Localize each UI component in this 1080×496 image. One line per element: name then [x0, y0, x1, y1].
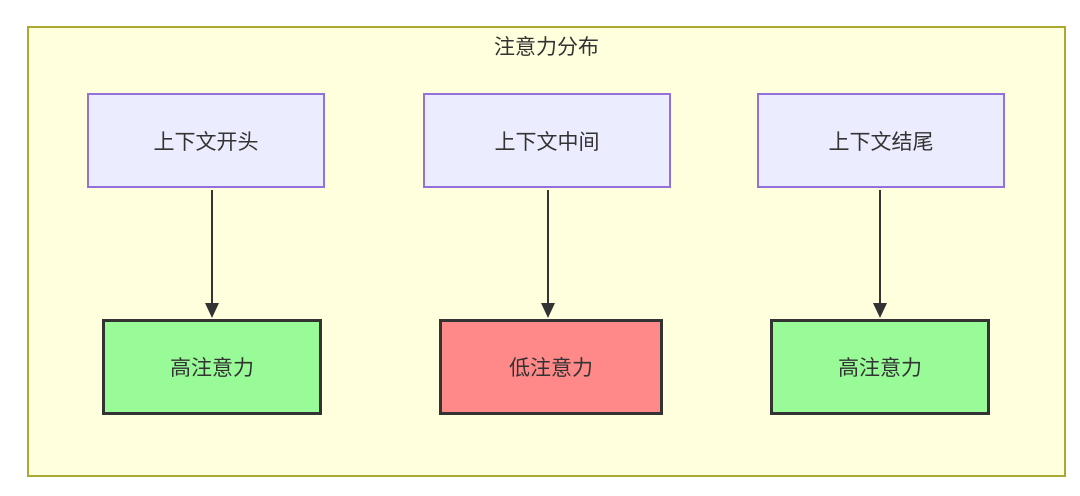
node-high-attention-2-label: 高注意力 [838, 357, 922, 380]
node-context-start-label: 上下文开头 [153, 130, 259, 154]
node-context-end: 上下文结尾 [757, 93, 1005, 188]
node-context-middle-label: 上下文中间 [494, 130, 600, 154]
node-context-start: 上下文开头 [87, 93, 325, 188]
node-high-attention-1: 高注意力 [102, 319, 322, 415]
diagram-title: 注意力分布 [494, 36, 599, 59]
node-low-attention: 低注意力 [439, 319, 663, 415]
node-high-attention-1-label: 高注意力 [170, 357, 254, 380]
node-context-middle: 上下文中间 [423, 93, 671, 188]
node-high-attention-2: 高注意力 [770, 319, 990, 415]
node-context-end-label: 上下文结尾 [828, 130, 934, 154]
node-low-attention-label: 低注意力 [509, 357, 593, 380]
